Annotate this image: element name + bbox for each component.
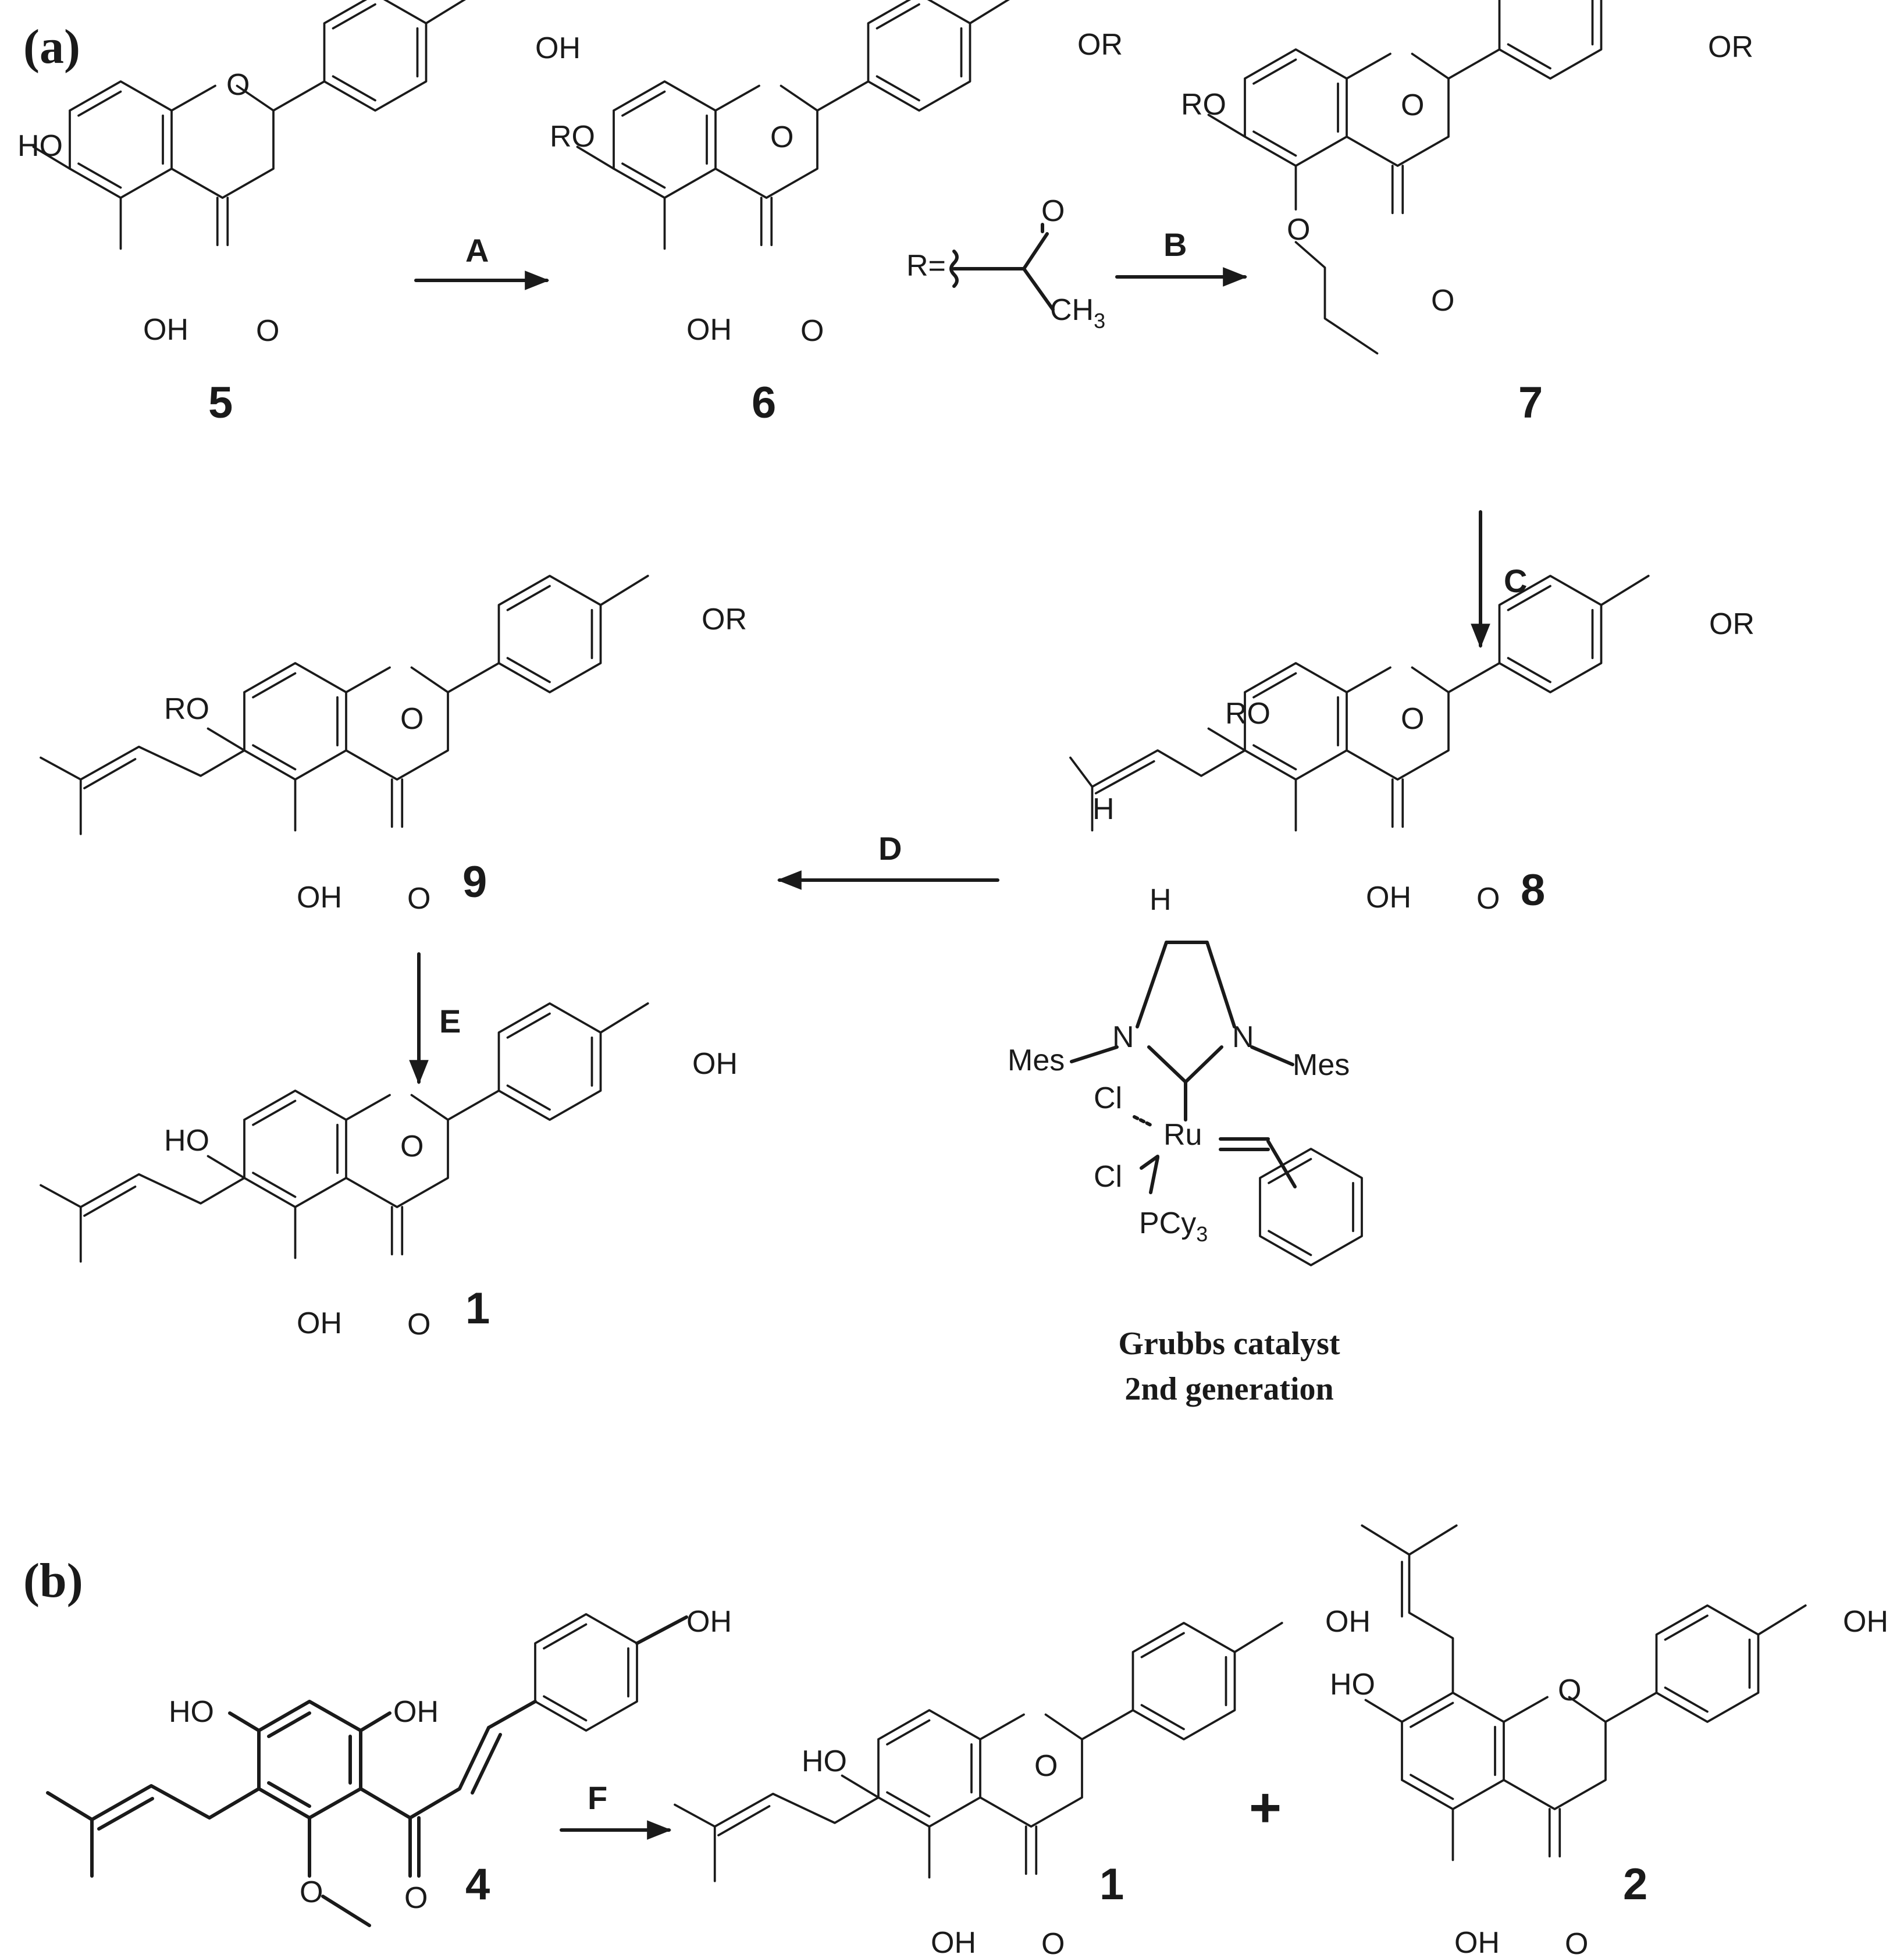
c2-oh-4p: OH bbox=[1843, 1605, 1888, 1639]
catalyst-name-line2: 2nd generation bbox=[1124, 1371, 1333, 1407]
compound-5 bbox=[32, 0, 467, 250]
c2-number: 2 bbox=[1623, 1860, 1647, 1909]
c1a-carbonyl-o: O bbox=[407, 1308, 430, 1341]
catalyst-cl-bottom: Cl bbox=[1094, 1160, 1122, 1194]
c1a-ho-7: HO bbox=[164, 1124, 209, 1158]
c7-or-4p: OR bbox=[1708, 30, 1753, 64]
catalyst-ru: Ru bbox=[1163, 1118, 1202, 1152]
compound-8 bbox=[1069, 575, 1650, 832]
c5-ring-o: O bbox=[226, 68, 250, 102]
panel-label-a: (a) bbox=[23, 20, 80, 74]
c7-ro-7: RO bbox=[1181, 88, 1226, 122]
c4-oh: OH bbox=[393, 1695, 439, 1729]
wavy-bond bbox=[949, 250, 959, 288]
c1b-ho-7: HO bbox=[802, 1745, 847, 1778]
c1a-oh-4p: OH bbox=[692, 1047, 738, 1081]
compound-1-panel-a bbox=[40, 1002, 649, 1263]
c8-ro-7: RO bbox=[1225, 697, 1270, 731]
c4-ho: HO bbox=[169, 1695, 214, 1729]
compound-1-panel-b bbox=[674, 1622, 1283, 1882]
c1a-number: 1 bbox=[465, 1284, 490, 1333]
c1b-carbonyl-o: O bbox=[1041, 1927, 1065, 1958]
c7-ether-o: O bbox=[1287, 213, 1310, 247]
c4-number: 4 bbox=[465, 1860, 490, 1909]
r-group-definition: R= O CH3 bbox=[906, 194, 1105, 333]
c6-carbonyl-o: O bbox=[800, 314, 824, 348]
c2-ring-o: O bbox=[1558, 1674, 1581, 1707]
r-equals-label: R= bbox=[906, 249, 946, 283]
c6-number: 6 bbox=[752, 378, 776, 428]
catalyst-n-left: N bbox=[1112, 1020, 1134, 1054]
grubbs-catalyst: N N Mes Mes Cl Ru Cl PCy3 Grubbs catalys… bbox=[1008, 941, 1363, 1407]
catalyst-name-line1: Grubbs catalyst bbox=[1118, 1326, 1340, 1362]
c7-carbonyl-o: O bbox=[1431, 284, 1454, 318]
c8-h-bottom: H bbox=[1149, 883, 1172, 917]
step-label-a: A bbox=[465, 232, 489, 269]
c9-ring-o: O bbox=[400, 702, 423, 736]
compound-7 bbox=[1207, 0, 1603, 355]
catalyst-phosphine: PCy3 bbox=[1139, 1206, 1208, 1246]
compound-6 bbox=[576, 0, 1010, 250]
c8-oh-5: OH bbox=[1366, 881, 1411, 914]
c1b-number: 1 bbox=[1099, 1860, 1124, 1909]
c2-oh-5: OH bbox=[1454, 1926, 1500, 1958]
c9-carbonyl-o: O bbox=[407, 882, 430, 916]
catalyst-cl-top: Cl bbox=[1094, 1081, 1122, 1115]
c8-carbonyl-o: O bbox=[1476, 882, 1500, 916]
plus-sign: + bbox=[1249, 1777, 1282, 1839]
c9-number: 9 bbox=[462, 857, 487, 907]
c4-methoxy-o: O bbox=[300, 1875, 323, 1909]
catalyst-n-right: N bbox=[1232, 1020, 1254, 1054]
c5-ho-7: HO bbox=[17, 129, 63, 163]
c4-carbonyl-o: O bbox=[404, 1881, 428, 1915]
c1a-oh-5: OH bbox=[297, 1306, 342, 1340]
c4-oh-4p: OH bbox=[686, 1605, 732, 1639]
c8-ring-o: O bbox=[1401, 702, 1424, 736]
c9-oh-5: OH bbox=[297, 881, 342, 914]
c6-oh-5: OH bbox=[686, 313, 732, 347]
c6-ring-o: O bbox=[770, 120, 793, 154]
c5-number: 5 bbox=[208, 378, 233, 428]
step-label-d: D bbox=[878, 830, 902, 867]
c8-or-4p: OR bbox=[1709, 607, 1754, 641]
step-label-e: E bbox=[439, 1003, 461, 1039]
catalyst-mes-left: Mes bbox=[1008, 1044, 1065, 1077]
panel-label-b: (b) bbox=[23, 1554, 83, 1608]
c6-ro-7: RO bbox=[550, 120, 595, 154]
step-label-c: C bbox=[1504, 563, 1527, 599]
c9-ro-7: RO bbox=[164, 692, 209, 726]
c6-or-4p: OR bbox=[1077, 28, 1123, 62]
c5-oh-4p: OH bbox=[535, 31, 581, 65]
compound-9 bbox=[40, 575, 649, 835]
c7-ring-o: O bbox=[1401, 88, 1424, 122]
r-methyl: CH3 bbox=[1050, 293, 1105, 333]
c1b-oh-5: OH bbox=[931, 1926, 976, 1958]
c8-h-top: H bbox=[1092, 792, 1115, 826]
c1b-ring-o: O bbox=[1034, 1749, 1058, 1783]
c5-carbonyl-o: O bbox=[256, 314, 279, 348]
step-label-f: F bbox=[588, 1779, 607, 1816]
c5-oh-5: OH bbox=[143, 313, 188, 347]
c8-number: 8 bbox=[1521, 866, 1545, 915]
compound-4: HO OH O O OH 4 bbox=[46, 1605, 732, 1927]
c7-number: 7 bbox=[1518, 378, 1543, 428]
c2-carbonyl-o: O bbox=[1565, 1927, 1588, 1958]
c9-or-4p: OR bbox=[702, 603, 747, 636]
compound-2 bbox=[1361, 1524, 1807, 1861]
r-carbonyl-o: O bbox=[1041, 194, 1065, 228]
catalyst-mes-right: Mes bbox=[1293, 1048, 1350, 1082]
c1a-ring-o: O bbox=[400, 1130, 423, 1163]
c2-ho-7: HO bbox=[1330, 1668, 1375, 1701]
step-label-b: B bbox=[1163, 226, 1187, 263]
c1b-oh-4p: OH bbox=[1325, 1605, 1371, 1639]
